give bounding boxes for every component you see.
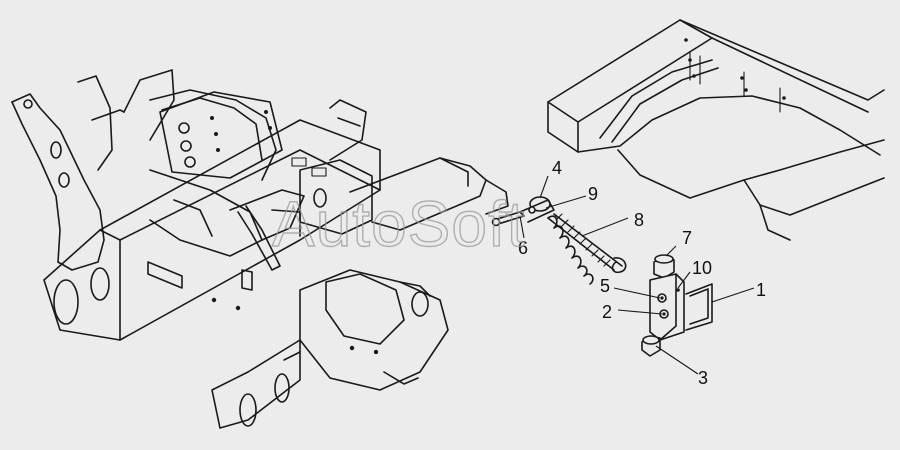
callout-9: 9	[588, 184, 598, 204]
callouts: 1 2 3 4 5 6 7 8 9 10	[518, 158, 766, 388]
main-chassis	[11, 69, 509, 429]
callout-7: 7	[682, 228, 692, 248]
callout-5: 5	[600, 276, 610, 296]
callout-8: 8	[634, 210, 644, 230]
bracket-assembly	[641, 254, 713, 357]
callout-1: 1	[756, 280, 766, 300]
tension-spring	[547, 213, 627, 285]
watermark: AutoSoft	[272, 188, 526, 260]
callout-4: 4	[552, 158, 562, 178]
callout-2: 2	[602, 302, 612, 322]
body-frame	[547, 19, 885, 241]
callout-10: 10	[692, 258, 712, 278]
callout-6: 6	[518, 238, 528, 258]
leader-lines	[519, 175, 755, 375]
callout-3: 3	[698, 368, 708, 388]
